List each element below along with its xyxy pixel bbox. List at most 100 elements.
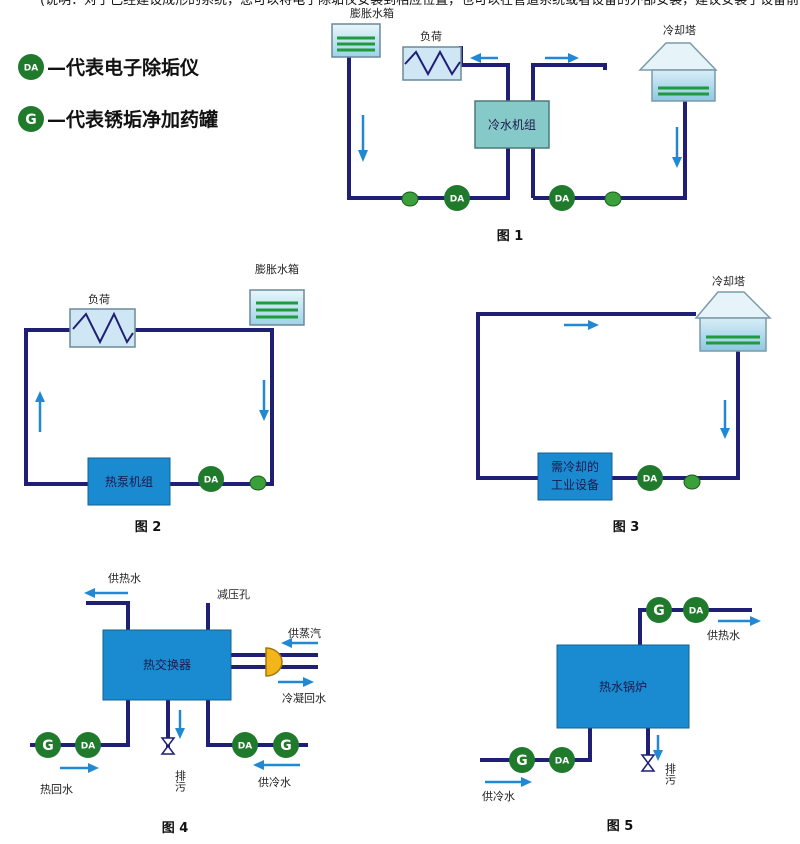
fig1-pipe-right-return [533,100,687,200]
fig3-flow-arrow-right [564,320,599,330]
fig1-caption: 图 1 [497,229,524,244]
fig2-heat-pump-box [87,457,171,506]
fig5-hot-water-supply-label: 供热水 [707,628,740,642]
fig1-flow-arrow-top-left [470,53,498,63]
fig1-expansion-tank-label: 膨胀水箱 [350,6,394,20]
svg-text:G: G [653,603,665,619]
fig4-g-badge-left: G [35,732,61,758]
fig1-chiller-box [474,100,550,149]
legend-g-badge: G [18,106,44,132]
svg-text:DA: DA [204,476,218,486]
fig5-flow-arrow-drain [653,735,663,761]
fig1-da-badge-right: DA [549,185,575,211]
fig5-flow-arrow-hot-supply [718,616,761,626]
fig4-steam-trap [265,647,283,677]
fig5-pipe-supply-top [638,608,752,645]
fig2-heat-pump-label: 热泵机组 [105,475,153,489]
legend-da-badge: DA [18,54,44,80]
fig4-flow-arrow-hot-supply [84,588,128,598]
fig1-load-coil [402,46,462,81]
fig1-cooling-tower [638,42,718,102]
figure-2: 负荷 膨胀水箱 热泵机组 DA 图 2 [24,262,305,535]
fig2-expansion-tank [249,289,305,326]
fig1-flow-arrow-top-right [545,53,579,63]
fig3-pipe-loop [476,312,696,480]
legend-da-text: —代表电子除垢仪 [47,56,200,79]
svg-text:DA: DA [238,742,252,752]
fig3-pipe-return [612,347,740,480]
fig3-pump [683,474,701,490]
svg-text:G: G [25,112,37,128]
svg-text:DA: DA [555,195,569,205]
fig1-pump-right [604,191,622,207]
fig4-drain-valve [160,737,176,755]
fig3-equipment-label-2: 工业设备 [551,478,599,492]
fig1-cooling-tower-label: 冷却塔 [663,24,696,37]
svg-text:G: G [516,753,528,769]
fig1-flow-arrow-left-down [358,115,368,162]
figure-5: 热水锅炉 G DA 供热水 G DA 排污 [480,597,761,834]
fig3-equipment-box [537,452,613,501]
fig5-cold-supply-label: 供冷水 [482,789,515,803]
svg-text:DA: DA [81,742,95,752]
fig5-da-badge-top: DA [683,597,709,623]
fig4-da-badge-left: DA [75,732,101,758]
fig5-boiler-label: 热水锅炉 [599,679,647,694]
fig4-g-badge-right: G [273,732,299,758]
fig1-load-label: 负荷 [420,29,442,43]
fig5-g-badge-bottom: G [509,747,535,773]
fig4-flow-arrow-hot-return [60,763,99,773]
fig3-da-badge: DA [637,465,663,491]
fig1-pump-left [401,191,419,207]
fig4-flow-arrow-cold-supply [253,760,300,770]
fig4-heat-exchanger-label: 热交换器 [143,657,191,672]
fig1-flow-arrow-right-down [672,127,682,168]
fig2-flow-arrow-down [259,380,269,421]
fig4-drain-label: 排污 [174,769,187,792]
fig4-flow-arrow-drain [175,710,185,739]
figure-3: 冷却塔 需冷却的 工业设备 DA 图 3 [476,275,772,535]
legend: DA —代表电子除垢仪 G —代表锈垢净加药罐 [18,54,218,132]
figure-4: 热交换器 供热水 减压孔 供蒸汽 冷凝回水 热回水 供冷水 排污 [30,571,326,836]
svg-text:DA: DA [24,64,38,74]
fig4-caption: 图 4 [162,821,189,836]
fig3-flow-arrow-down [720,400,730,439]
fig2-flow-arrow-up [35,391,45,432]
fig4-pipe-supply-top [86,601,130,630]
fig3-cooling-tower [694,291,772,352]
svg-text:DA: DA [689,607,703,617]
fig5-drain-valve [640,754,656,772]
fig2-caption: 图 2 [135,520,162,535]
fig4-steam-supply-label: 供蒸汽 [288,626,321,640]
fig1-da-badge-left: DA [444,185,470,211]
figure-1: 膨胀水箱 负荷 冷却塔 冷水机组 [331,6,718,244]
fig5-g-badge-top: G [646,597,672,623]
fig4-condensate-return-label: 冷凝回水 [282,691,326,705]
svg-text:G: G [280,738,292,754]
fig1-chiller-label: 冷水机组 [488,118,536,132]
fig3-equipment-label-1: 需冷却的 [551,459,599,474]
fig4-heat-exchanger-box [102,629,232,701]
fig2-expansion-tank-label: 膨胀水箱 [255,262,299,276]
legend-g-text: —代表锈垢净加药罐 [47,108,218,131]
fig4-hot-return-label: 热回水 [40,783,73,796]
fig1-expansion-tank [331,23,381,58]
fig4-hot-water-supply-label: 供热水 [108,571,141,585]
fig4-flow-arrow-steam [281,638,318,648]
fig4-flow-arrow-condensate [278,677,314,687]
fig4-da-badge-right: DA [232,732,258,758]
fig5-flow-arrow-cold-supply [485,777,532,787]
fig3-caption: 图 3 [613,520,640,535]
fig2-load-coil [69,308,136,348]
fig3-cooling-tower-label: 冷却塔 [712,275,745,288]
fig4-pipe-return-left [30,700,130,747]
fig2-da-badge: DA [198,466,224,492]
svg-text:G: G [42,738,54,754]
svg-text:DA: DA [643,475,657,485]
fig5-boiler-box [556,644,690,729]
header-partial-text: (说明：对于已经建设成形的系统，您可以将电子除垢仪安装到相应位置，也可以在管道系… [40,0,800,8]
svg-text:DA: DA [450,195,464,205]
fig5-da-badge-bottom: DA [549,747,575,773]
fig4-pressure-hole-label: 减压孔 [217,588,250,601]
